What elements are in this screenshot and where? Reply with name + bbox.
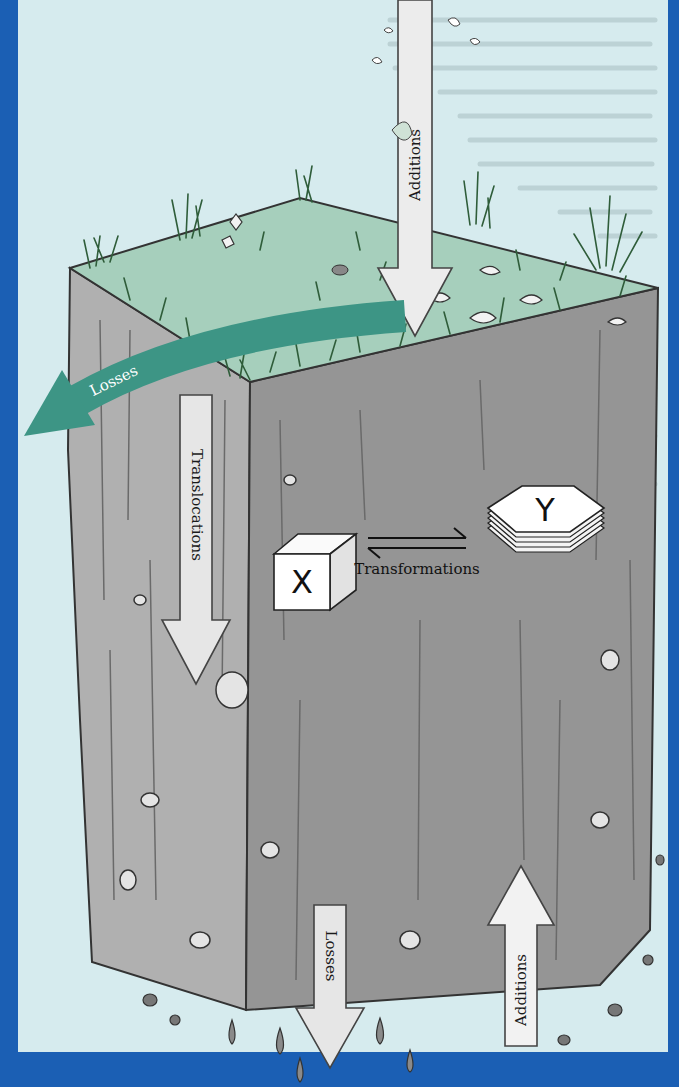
- process-arrow-label: Translocations: [189, 449, 204, 561]
- forward-line: [368, 537, 466, 539]
- arrow-head: [454, 528, 466, 538]
- node-letter: X: [274, 554, 330, 610]
- node-outline: [268, 528, 364, 614]
- cube-front: [274, 554, 330, 610]
- reverse-line: [368, 547, 466, 549]
- plate-top: [488, 486, 604, 532]
- cube-side: [330, 534, 356, 610]
- process-arrow-label: Losses: [323, 931, 338, 982]
- plate-node: Y: [470, 478, 610, 558]
- edge-label: Transformations: [354, 560, 480, 578]
- process-arrow-label: Additions: [514, 954, 529, 1026]
- equilibrium-arrow: [368, 528, 466, 558]
- process-arrow-label: Additions: [408, 129, 423, 201]
- cube-node: X: [268, 528, 364, 614]
- arrow-head: [368, 548, 380, 558]
- node-letter: Y: [500, 488, 590, 532]
